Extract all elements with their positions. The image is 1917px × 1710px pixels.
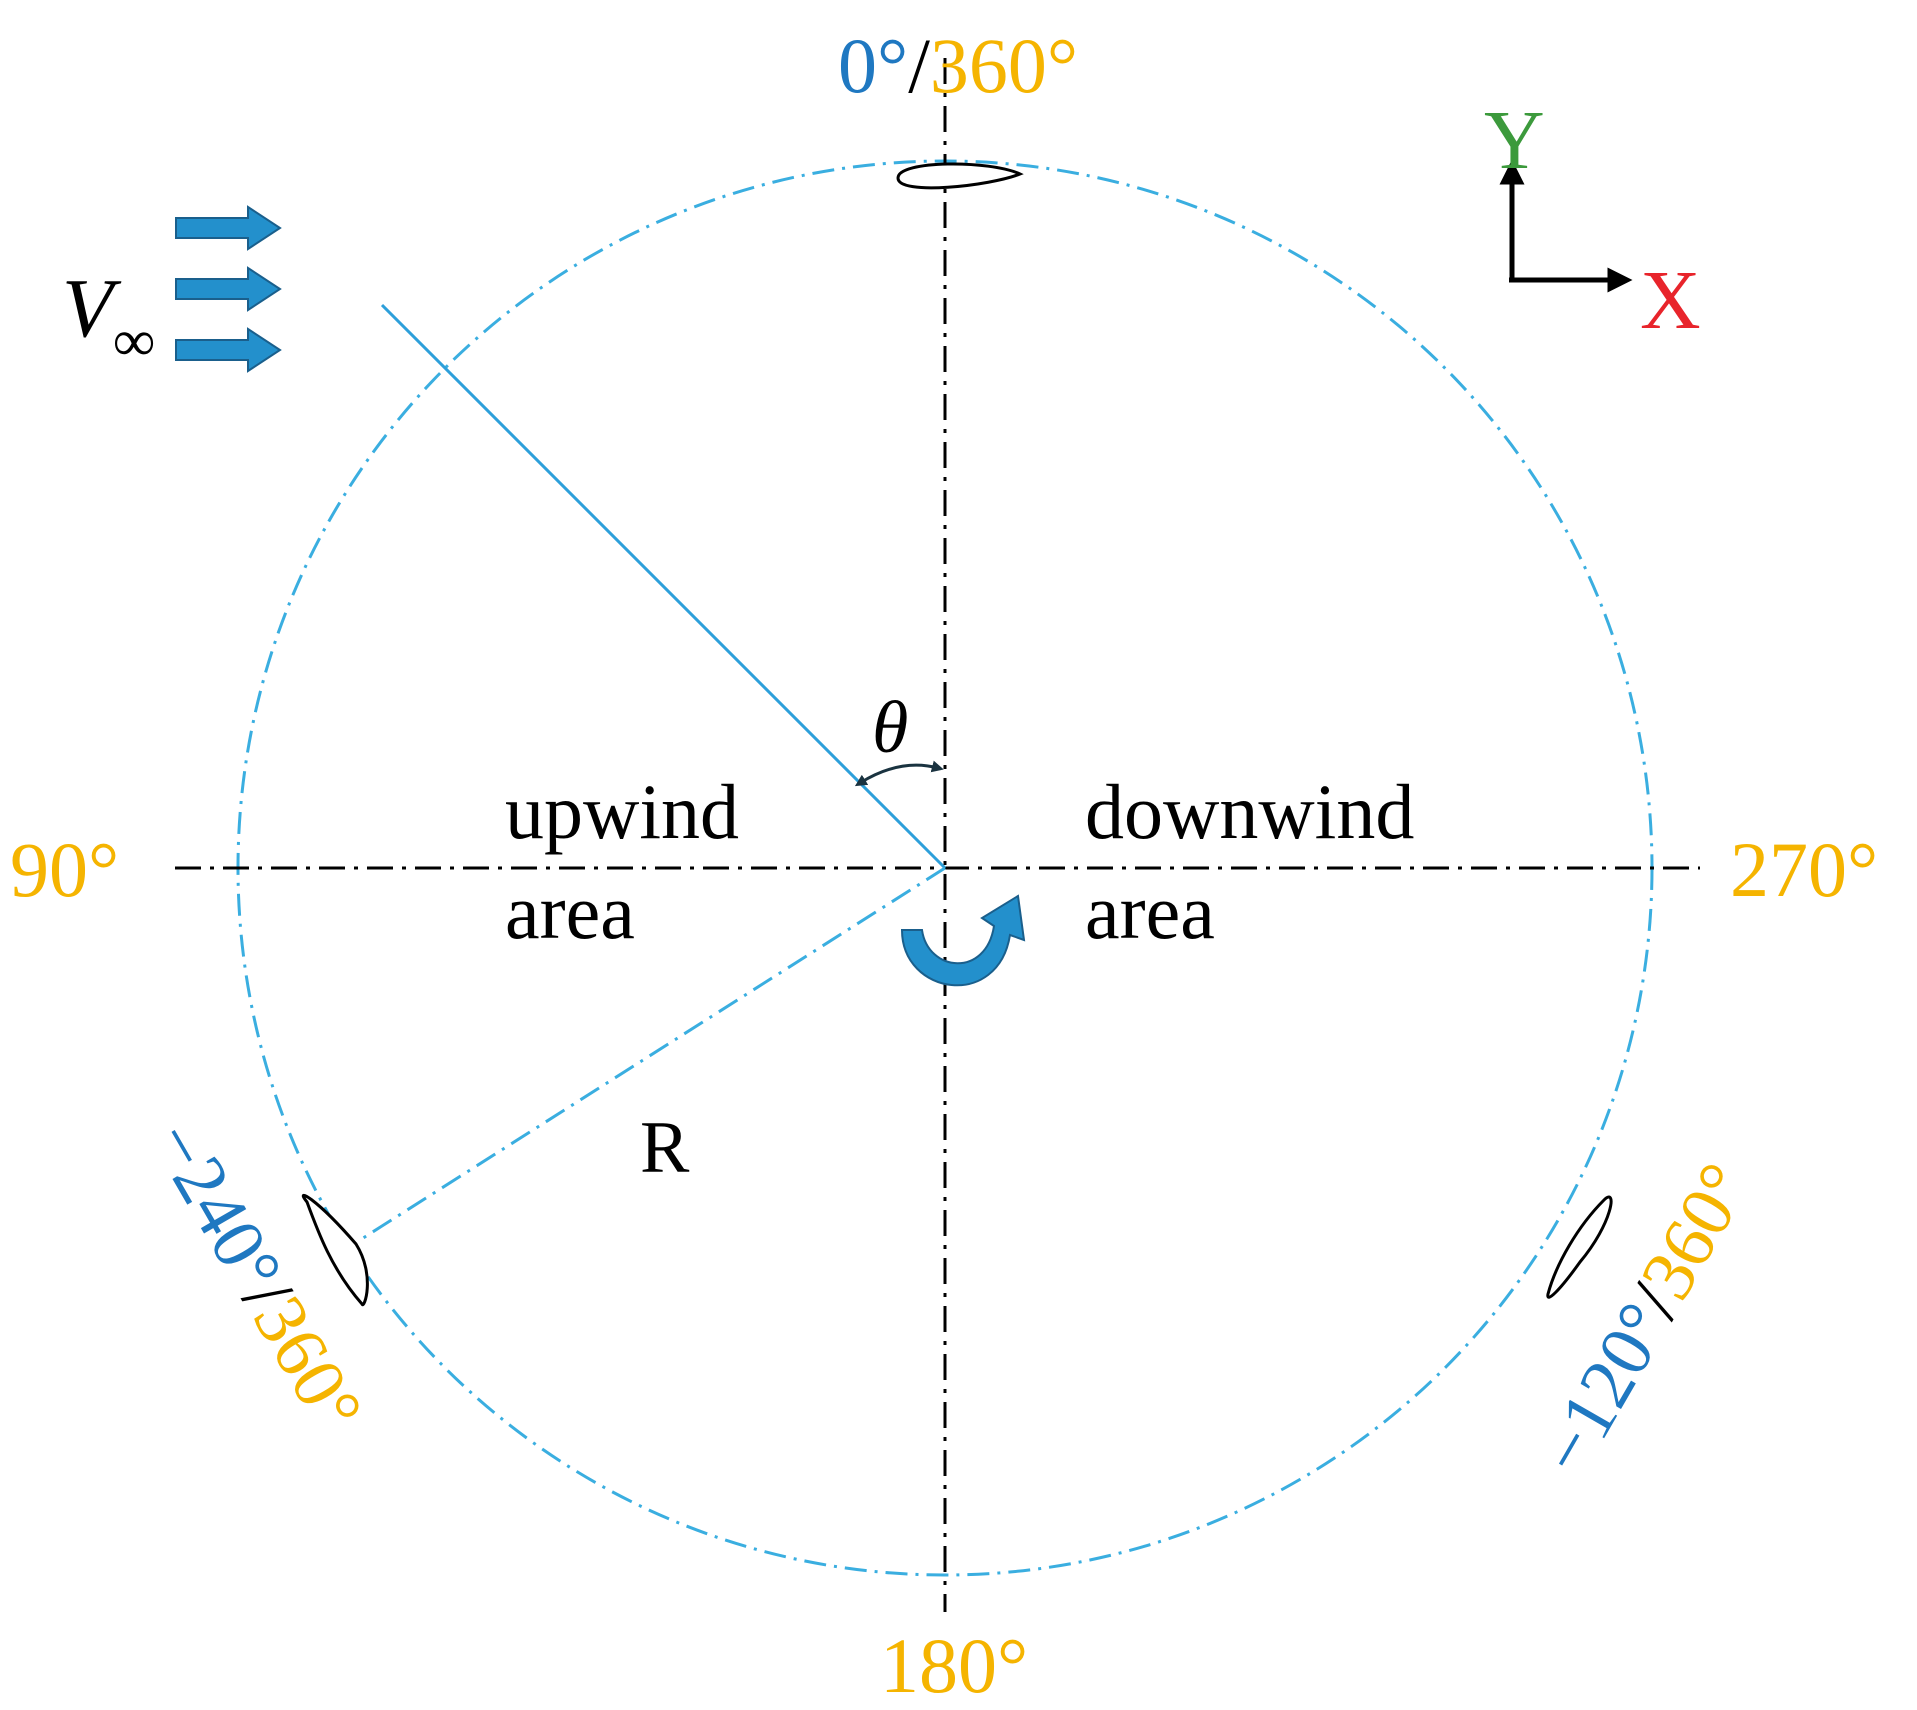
upwind-area-label: area [505, 868, 635, 955]
downwind-label: downwind [1085, 768, 1414, 855]
radius-line [359, 866, 946, 1242]
rotation-arrow-icon [900, 894, 1026, 987]
radius-label: R [640, 1107, 690, 1189]
axis-y-label: Y [1484, 94, 1545, 187]
downwind-area-label: area [1085, 868, 1215, 955]
label-top-orange: 360° [930, 22, 1078, 109]
coordinate-axes-icon [1499, 159, 1633, 293]
v-infinity-main: V [62, 262, 122, 355]
label-top-blue: 0° [838, 22, 908, 109]
right-arrow-icon [175, 205, 282, 373]
upwind-label: upwind [505, 768, 739, 855]
label-bl-blue: −240° [135, 1108, 297, 1307]
blade-bottom-right [1546, 1195, 1613, 1299]
blade-top [896, 162, 1024, 190]
blade-bottom-left [301, 1193, 369, 1307]
label-bottom: 180° [880, 1622, 1028, 1709]
label-top-slash: / [908, 22, 930, 109]
v-infinity-label: V∞ [62, 262, 155, 373]
label-left: 90° [10, 826, 119, 913]
label-right: 270° [1730, 826, 1878, 913]
label-br-blue: −120° [1524, 1290, 1686, 1489]
label-top: 0°/360° [838, 22, 1078, 109]
axis-x-label: X [1640, 254, 1701, 347]
theta-reference-line [380, 303, 947, 870]
theta-label: θ [872, 687, 908, 769]
theta-arc [854, 760, 944, 787]
v-infinity-sub: ∞ [113, 308, 154, 373]
label-bottom-right: −120°/360° [1524, 1150, 1767, 1488]
